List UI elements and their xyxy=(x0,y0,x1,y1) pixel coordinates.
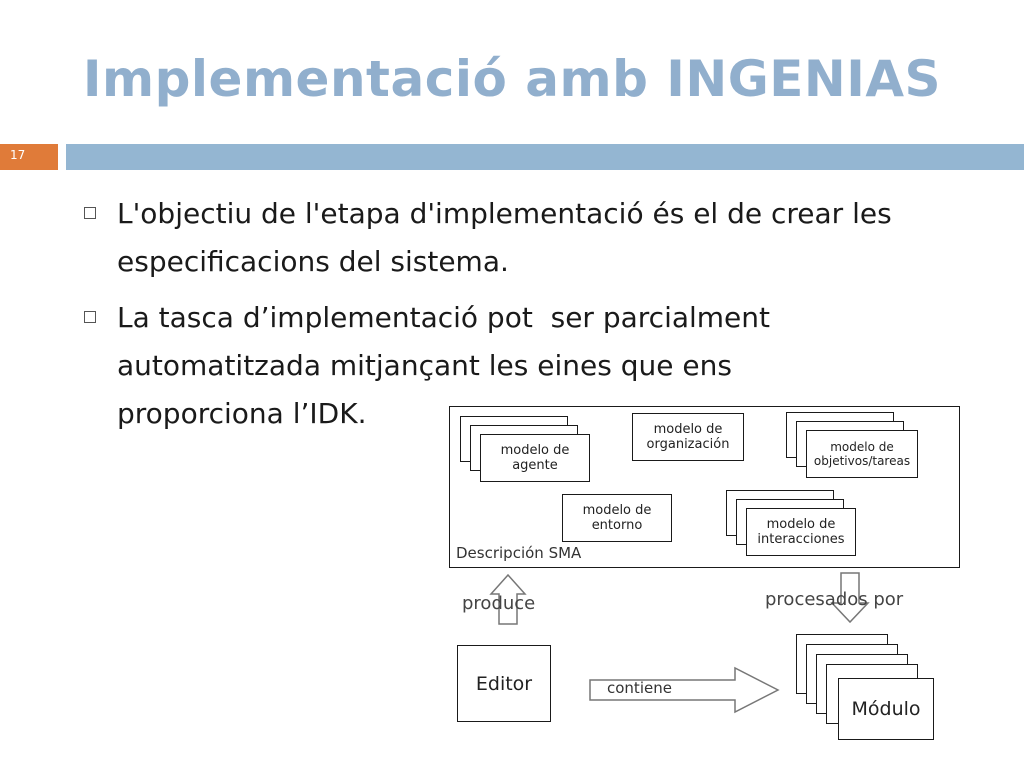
bullet-text: L'objectiu de l'etapa d'implementació és… xyxy=(117,197,901,278)
produce-arrow-up xyxy=(489,573,527,625)
contiene-arrow-right xyxy=(589,666,780,714)
title-underline-bar xyxy=(66,144,1024,170)
produce-label: produce xyxy=(462,593,536,614)
bullet-list: L'objectiu de l'etapa d'implementació és… xyxy=(84,190,984,446)
slide-title: Implementació amb INGENIAS xyxy=(82,50,942,108)
modelo-objetivos-card: modelo de objetivos/tareas xyxy=(806,430,918,478)
procesados-arrow-down xyxy=(830,572,870,624)
modelo-interacciones-card: modelo de interacciones xyxy=(746,508,856,556)
procesados-label: procesados por xyxy=(765,589,904,610)
modulo-label: Módulo xyxy=(851,698,921,720)
bullet-text: La tasca d’implementació pot ser parcial… xyxy=(117,301,779,430)
editor-box: Editor xyxy=(457,645,551,722)
bullet-item: La tasca d’implementació pot ser parcial… xyxy=(84,294,984,438)
modelo-agente-card: modelo de agente xyxy=(480,434,590,482)
slide-number-box: 17 xyxy=(0,144,58,170)
sma-frame-caption: Descripción SMA xyxy=(456,544,582,562)
bullet-square-icon xyxy=(84,207,96,219)
slide-number: 17 xyxy=(10,148,26,162)
modelo-interacciones-label: modelo de interacciones xyxy=(757,517,845,547)
modelo-entorno-label: modelo de entorno xyxy=(582,503,652,533)
modelo-organizacion-label: modelo de organización xyxy=(646,422,730,452)
modelo-agente-label: modelo de agente xyxy=(500,443,570,473)
bullet-item: L'objectiu de l'etapa d'implementació és… xyxy=(84,190,984,286)
modelo-entorno-card: modelo de entorno xyxy=(562,494,672,542)
bullet-square-icon xyxy=(84,311,96,323)
editor-label: Editor xyxy=(475,672,533,695)
modulo-card: Módulo xyxy=(838,678,934,740)
modelo-organizacion-card: modelo de organización xyxy=(632,413,744,461)
contiene-label: contiene xyxy=(607,679,672,697)
modelo-objetivos-label: modelo de objetivos/tareas xyxy=(813,440,911,468)
